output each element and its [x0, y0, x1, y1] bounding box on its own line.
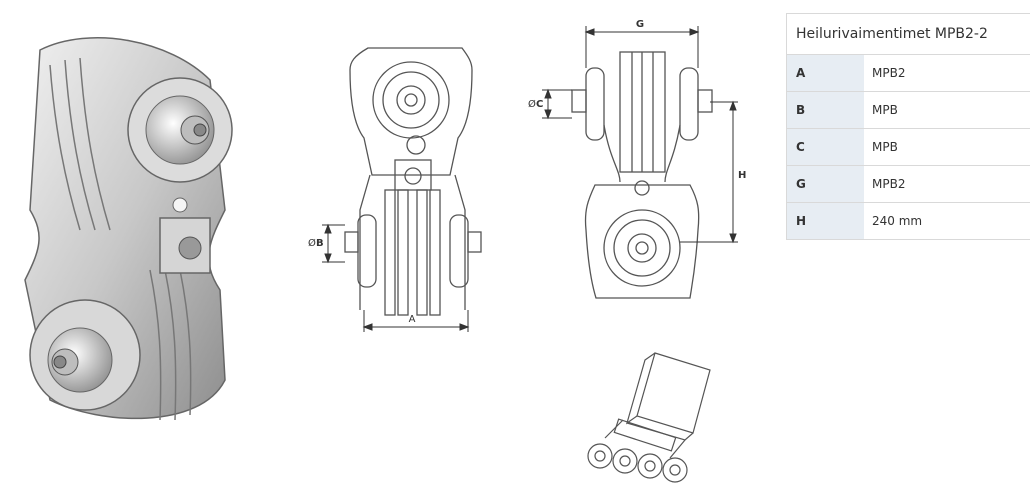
side-lower-housing: [584, 184, 700, 299]
dim-label-h: H: [738, 170, 746, 181]
iso-center-pin: [172, 197, 188, 213]
front-upper-housing: [349, 47, 473, 176]
side-yoke: [603, 124, 681, 183]
spec-key: C: [787, 128, 864, 166]
spec-row-h: H 240 mm: [787, 202, 1030, 240]
spec-value: 240 mm: [864, 202, 1030, 240]
front-plate-right: [429, 189, 441, 316]
side-left-bolt: [571, 89, 587, 113]
dim-label-g: G: [636, 19, 644, 30]
side-right-bolt: [697, 89, 713, 113]
side-view-drawing: G Ø C H: [528, 19, 746, 299]
front-left-wheel: [357, 214, 377, 288]
spec-value: MPB2: [864, 55, 1030, 92]
front-plate-left: [384, 189, 396, 316]
sketch-yoke: [604, 419, 686, 459]
sketch-eye-1: [587, 443, 613, 469]
damper-3d-render: [24, 37, 233, 421]
spec-row-b: B MPB: [787, 91, 1030, 129]
dim-label-a: A: [409, 314, 416, 325]
spec-key: B: [787, 91, 864, 129]
spec-title: Heilurivaimentimet MPB2-2: [787, 14, 1030, 55]
dim-label-c: C: [536, 99, 543, 110]
dim-diameter-symbol-c: Ø: [528, 98, 536, 110]
spec-table: A MPB2 B MPB C MPB G MPB2 H 240 mm: [787, 55, 1030, 240]
side-lower-wheel: [603, 209, 681, 287]
spec-key: G: [787, 165, 864, 203]
spec-value: MPB: [864, 128, 1030, 166]
damper-sketch-thumbnail: [587, 352, 711, 483]
dim-label-b: B: [316, 238, 324, 249]
spec-value: MPB2: [864, 165, 1030, 203]
front-left-bolt: [344, 231, 359, 253]
spec-row-g: G MPB2: [787, 165, 1030, 203]
side-left-wheel: [585, 67, 605, 141]
front-pin: [406, 135, 426, 155]
front-right-bolt: [467, 231, 482, 253]
front-yoke: [359, 174, 466, 310]
front-center-block: [394, 159, 432, 191]
sketch-eye-4: [662, 457, 688, 483]
spec-key: A: [787, 55, 864, 92]
dim-diameter-symbol-b: Ø: [308, 237, 316, 249]
spec-row-a: A MPB2: [787, 55, 1030, 92]
sketch-eye-3: [637, 453, 663, 479]
sketch-eye-2: [612, 448, 638, 474]
iso-plates: [49, 57, 192, 421]
sketch-housing: [636, 352, 711, 434]
spec-key: H: [787, 202, 864, 240]
spec-panel: Heilurivaimentimet MPB2-2 A MPB2 B MPB C…: [786, 13, 1030, 240]
front-view-drawing: A Ø B: [308, 47, 482, 332]
iso-center-block: [159, 217, 211, 274]
side-right-wheel: [679, 67, 699, 141]
spec-value: MPB: [864, 91, 1030, 129]
front-upper-wheel: [372, 61, 450, 139]
spec-row-c: C MPB: [787, 128, 1030, 166]
